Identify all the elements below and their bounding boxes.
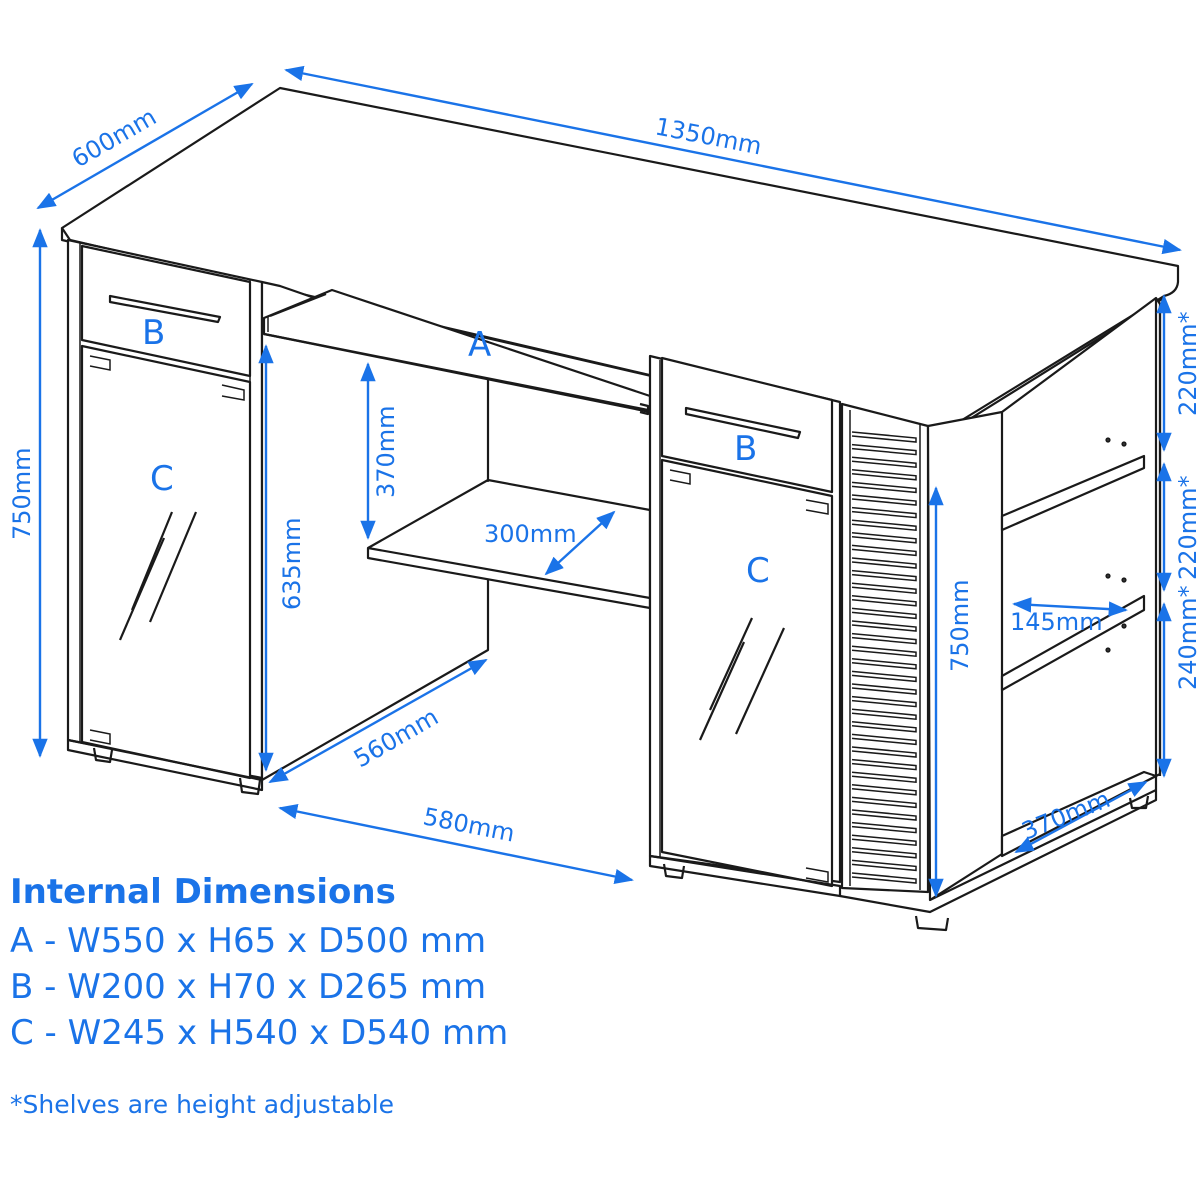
cd-slat <box>851 431 917 443</box>
cd-slat <box>851 670 917 683</box>
cd-slat <box>851 519 917 532</box>
internal-row-b: B - W200 x H70 x D265 mm <box>10 967 487 1007</box>
cd-slat <box>851 872 917 884</box>
cd-slat <box>851 683 917 695</box>
cd-slat <box>851 595 917 607</box>
cd-slat <box>851 784 917 796</box>
cd-slat <box>851 821 917 834</box>
cd-slat <box>851 456 917 469</box>
cd-slat <box>851 847 917 859</box>
label-c-left: C <box>150 459 174 499</box>
cd-slat <box>851 607 917 620</box>
cd-slat <box>851 582 917 595</box>
cd-slat <box>851 809 917 821</box>
cd-rack-slats <box>851 431 917 884</box>
cd-slat <box>851 859 917 872</box>
cd-slat <box>851 758 917 771</box>
cd-slat <box>851 632 917 645</box>
footnote: *Shelves are height adjustable <box>10 1090 395 1119</box>
total-height-label: 750mm <box>8 447 36 540</box>
shelf-width-label: 145mm <box>1010 608 1103 636</box>
internal-dimensions: Internal Dimensions A - W550 x H65 x D50… <box>10 872 508 1119</box>
right-height-label: 750mm <box>946 579 974 672</box>
cd-slat <box>851 834 917 847</box>
desk-outline <box>60 86 1180 932</box>
cd-slat <box>851 532 917 544</box>
pedestal-height-label: 635mm <box>278 517 306 610</box>
label-b-right: B <box>734 429 757 469</box>
cd-slat <box>851 544 917 557</box>
label-a: A <box>468 325 491 365</box>
cd-slat <box>851 645 917 658</box>
shelf-height-label: 370mm <box>372 405 400 498</box>
cd-slat <box>851 658 917 670</box>
cd-slat <box>851 620 917 632</box>
cd-slat <box>851 469 917 481</box>
cd-slat <box>851 733 917 746</box>
width-label: 1350mm <box>653 112 764 160</box>
compartment-labels: A B B C C <box>142 313 770 591</box>
cd-slat <box>851 746 917 758</box>
cd-slat <box>851 506 917 519</box>
internal-row-c: C - W245 x H540 x D540 mm <box>10 1013 509 1053</box>
cd-slat <box>851 481 917 494</box>
shelf-top-label: 220mm* <box>1174 311 1200 416</box>
cd-slat <box>851 569 917 582</box>
internal-row-a: A - W550 x H65 x D500 mm <box>10 921 487 961</box>
label-c-right: C <box>746 551 770 591</box>
shelf-mid-label: 220mm* <box>1174 475 1200 580</box>
cd-slat <box>851 443 917 456</box>
cd-slat <box>851 721 917 733</box>
cd-slat <box>851 557 917 569</box>
cd-slat <box>851 494 917 506</box>
shelf-bottom-label: 240mm* <box>1174 585 1200 690</box>
cd-slat <box>851 708 917 721</box>
cd-slat <box>851 796 917 809</box>
cd-slat <box>851 695 917 708</box>
cd-slat <box>851 771 917 784</box>
label-b-left: B <box>142 313 165 353</box>
internal-dimensions-heading: Internal Dimensions <box>10 872 396 912</box>
shelf-depth-label: 300mm <box>484 520 577 548</box>
